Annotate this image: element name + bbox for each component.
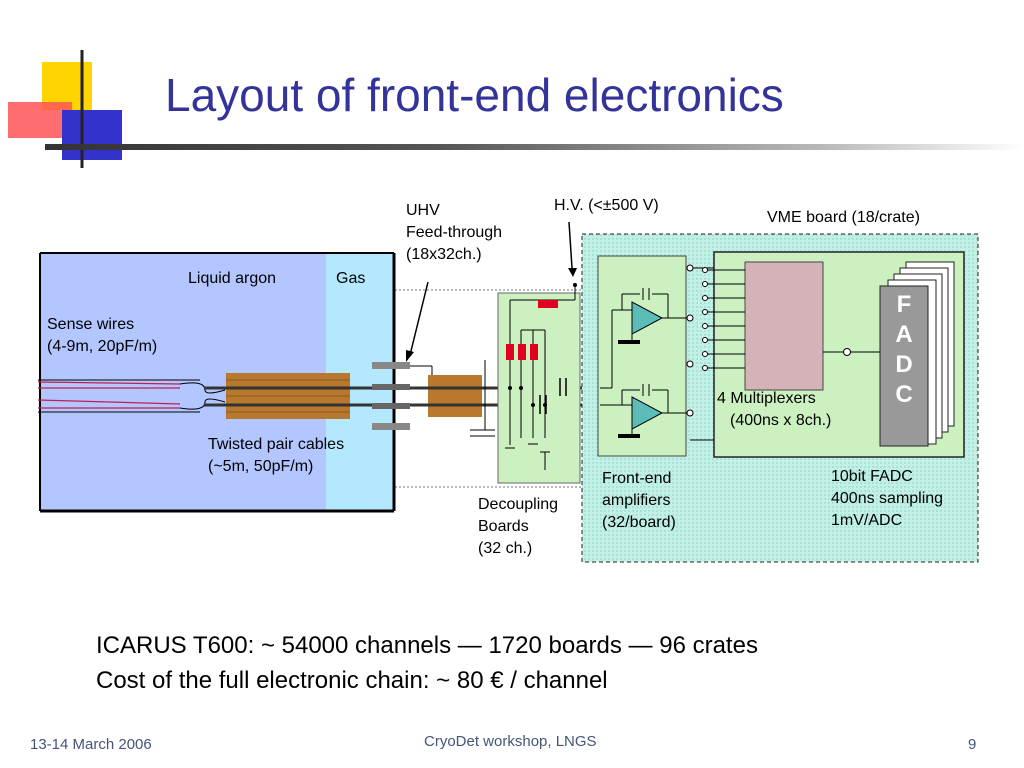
corner-decoration xyxy=(8,50,140,168)
fadc-specs-label: 10bit FADC 400ns sampling 1mV/ADC xyxy=(831,468,944,529)
multiplexers-label: 4 Multiplexers (400ns x 8ch.) xyxy=(717,390,832,429)
slide-title: Layout of front-end electronics xyxy=(165,69,784,121)
sense-wires-label: Sense wires (4-9m, 20pF/m) xyxy=(47,316,158,355)
amplifier-bottom-icon xyxy=(631,396,664,430)
summary-cost: Cost of the full electronic chain: ~ 80 … xyxy=(96,667,608,694)
frontend-board xyxy=(597,255,687,457)
footer-event: CryoDet workshop, LNGS xyxy=(424,733,597,750)
frontend-diagram xyxy=(37,221,979,563)
fadc-card-stack xyxy=(879,261,955,447)
decoupling-label: Decoupling Boards (32 ch.) xyxy=(478,496,559,557)
hv-label: H.V. (<±500 V) xyxy=(554,197,659,214)
amplifier-top-icon xyxy=(631,301,664,335)
cable-bundle-outer xyxy=(428,375,482,417)
uhv-feedthrough-label: UHV Feed-through (18x32ch.) xyxy=(406,202,503,263)
title-rule xyxy=(45,144,1024,150)
hv-resistor xyxy=(538,300,558,308)
vme-board-label: VME board (18/crate) xyxy=(767,209,920,226)
footer-date: 13-14 March 2006 xyxy=(30,736,152,753)
summary-channels: ICARUS T600: ~ 54000 channels — 1720 boa… xyxy=(96,632,758,659)
fadc-letters: F A D C xyxy=(895,291,913,408)
liquid-argon-label: Liquid argon xyxy=(188,270,277,287)
gas-label: Gas xyxy=(336,270,366,287)
twisted-pair-label: Twisted pair cables (~5m, 50pF/m) xyxy=(208,436,345,475)
footer-page: 9 xyxy=(968,736,977,753)
frontend-label: Front-end amplifiers (32/board) xyxy=(602,470,676,531)
multiplexer-block xyxy=(744,261,824,391)
